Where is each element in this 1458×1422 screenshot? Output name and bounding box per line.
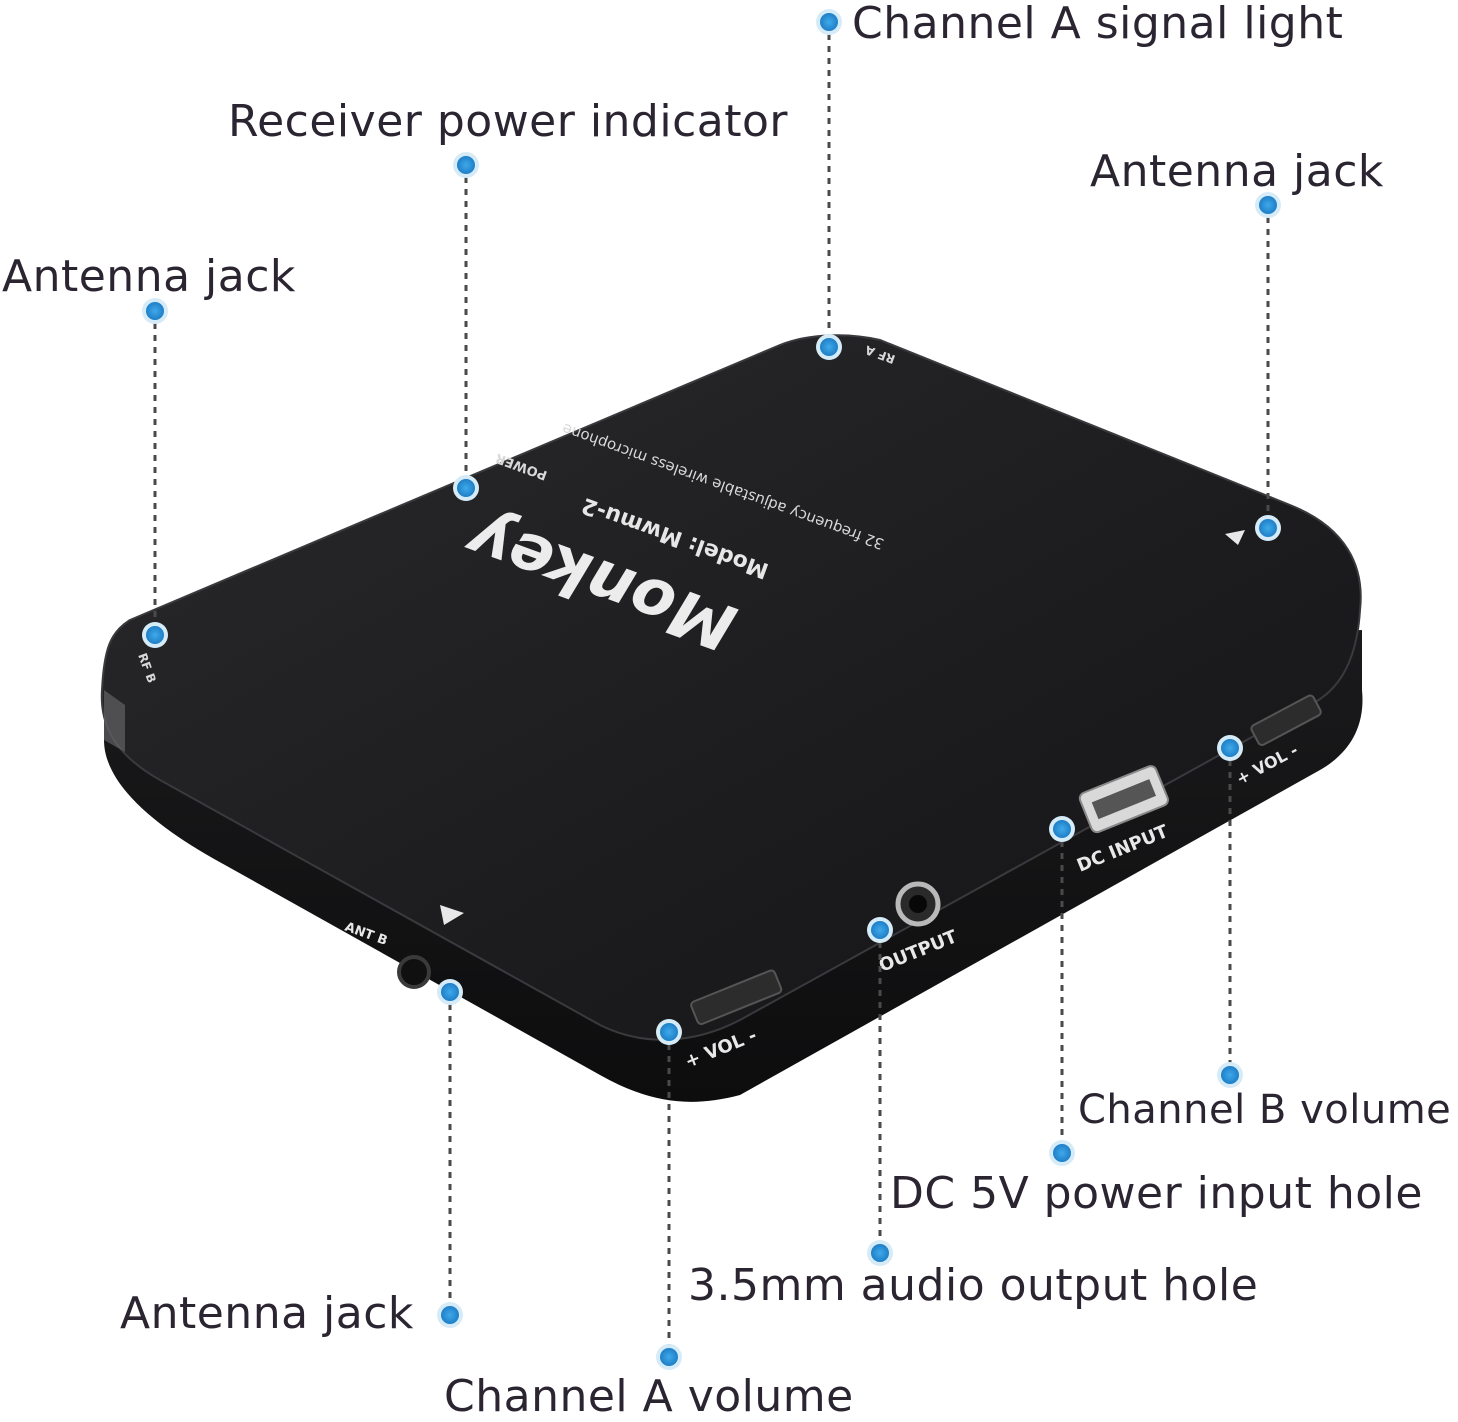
- callout-dot-antenna-top-right-start: [1259, 196, 1277, 214]
- arrow-mark-right: [1225, 530, 1245, 545]
- callout-dot-antenna-bottom-left-end: [441, 1306, 459, 1324]
- label-antenna-jack-top-right: Antenna jack: [1090, 146, 1384, 197]
- label-audio-output: 3.5mm audio output hole: [688, 1260, 1259, 1311]
- label-antenna-jack-bottom-left: Antenna jack: [120, 1288, 414, 1339]
- callout-dot-receiver-power-start: [457, 156, 475, 174]
- leader-lines: [142, 9, 1281, 1370]
- callout-dot-channel-a-signal-end: [820, 338, 838, 356]
- callout-dot-antenna-bottom-left-start: [441, 983, 459, 1001]
- callout-dot-audio-output-end: [871, 1244, 889, 1262]
- volume-wheel-a: [690, 969, 783, 1026]
- label-antenna-jack-top-left: Antenna jack: [2, 251, 296, 302]
- callout-dot-antenna-top-left-end: [146, 626, 164, 644]
- callout-dot-channel-a-signal-start: [820, 13, 838, 31]
- volume-wheel-b: [1250, 694, 1322, 747]
- callout-dot-channel-b-volume-end: [1221, 1066, 1239, 1084]
- label-dc-power-input: DC 5V power input hole: [890, 1168, 1423, 1219]
- device-top: [100, 334, 1362, 1041]
- label-channel-a-volume: Channel A volume: [444, 1371, 854, 1422]
- label-receiver-power-indicator: Receiver power indicator: [228, 96, 789, 147]
- output-jack-hole: [909, 895, 927, 913]
- label-channel-a-signal-light: Channel A signal light: [852, 0, 1344, 49]
- label-channel-b-volume: Channel B volume: [1078, 1087, 1452, 1133]
- callout-dot-channel-b-volume-start: [1221, 739, 1239, 757]
- callout-dot-channel-a-volume-end: [660, 1348, 678, 1366]
- callout-dot-receiver-power-end: [457, 479, 475, 497]
- antenna-b-jack: [397, 955, 431, 989]
- arrow-mark-left: [440, 905, 464, 925]
- callout-dot-channel-a-volume-start: [660, 1023, 678, 1041]
- callout-dot-antenna-top-left-start: [146, 302, 164, 320]
- dc-input-port-inner: [1091, 779, 1156, 820]
- device-edge-highlight: [104, 690, 125, 752]
- callout-dot-antenna-top-right-end: [1259, 519, 1277, 537]
- callout-dot-dc-power-start: [1053, 820, 1071, 838]
- callout-dot-audio-output-start: [871, 921, 889, 939]
- callout-dot-dc-power-end: [1053, 1144, 1071, 1162]
